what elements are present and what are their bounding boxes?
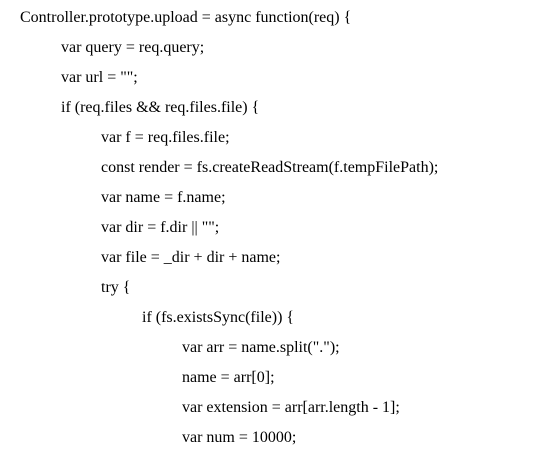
code-line: const render = fs.createReadStream(f.tem… [101,159,439,176]
code-line: var query = req.query; [61,39,205,56]
code-line: var dir = f.dir || ""; [101,219,220,236]
code-line: try { [101,279,131,296]
code-line: if (fs.existsSync(file)) { [142,309,295,326]
code-line: var name = f.name; [101,189,226,206]
code-line: var file = _dir + dir + name; [101,249,281,266]
code-line: if (req.files && req.files.file) { [61,99,260,116]
code-line: name = arr[0]; [182,369,275,386]
code-line: var num = 10000; [182,429,297,446]
code-line: var extension = arr[arr.length - 1]; [182,399,400,416]
code-line: var url = ""; [61,69,138,86]
code-line: var arr = name.split("."); [182,339,340,356]
code-line: var f = req.files.file; [101,129,230,146]
code-line: Controller.prototype.upload = async func… [20,9,352,26]
